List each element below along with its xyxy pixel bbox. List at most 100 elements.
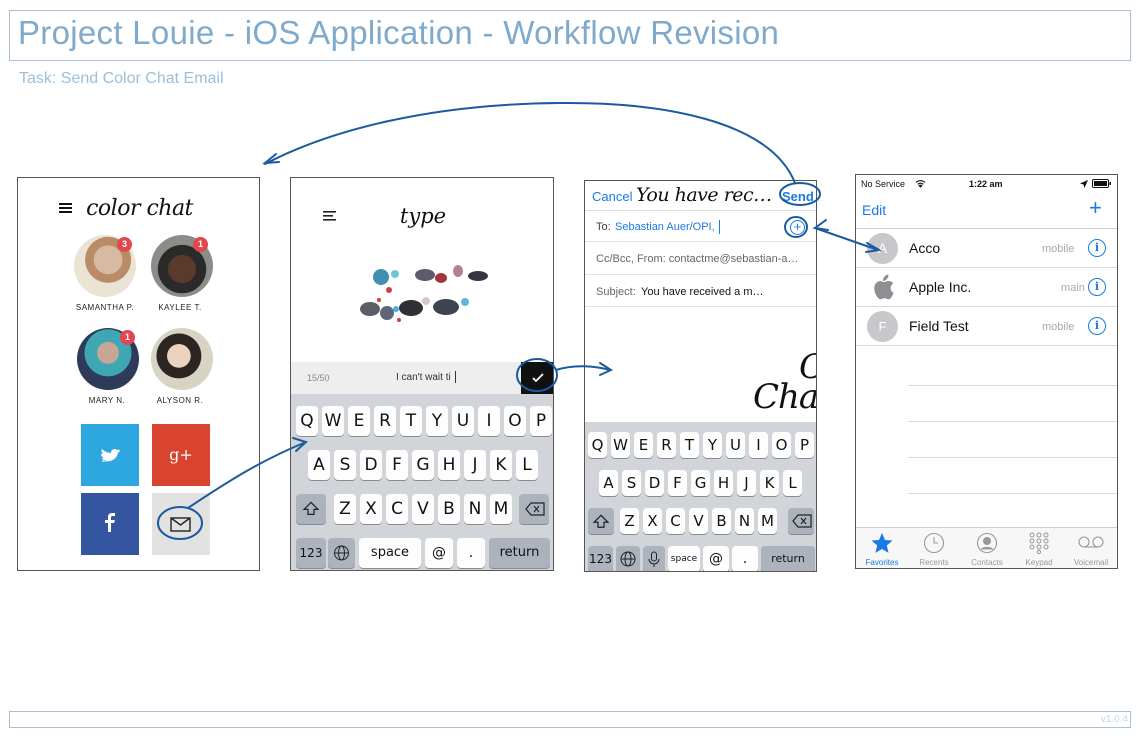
googleplus-tile[interactable]: g+ xyxy=(152,424,210,486)
cancel-button[interactable]: Cancel xyxy=(592,189,633,204)
key-w[interactable]: W xyxy=(611,432,630,458)
favorite-row[interactable]: F Field Test mobile i xyxy=(856,307,1117,346)
subject-field[interactable]: You have received a m… xyxy=(641,286,764,298)
key-o[interactable]: O xyxy=(504,406,526,436)
key-x[interactable]: X xyxy=(643,508,662,534)
key-z[interactable]: Z xyxy=(620,508,639,534)
shift-key[interactable] xyxy=(588,508,614,534)
key-w[interactable]: W xyxy=(322,406,344,436)
key-a[interactable]: A xyxy=(599,470,618,496)
key-t[interactable]: T xyxy=(680,432,699,458)
key-e[interactable]: E xyxy=(634,432,653,458)
key-i[interactable]: I xyxy=(478,406,500,436)
key-n[interactable]: N xyxy=(735,508,754,534)
hamburger-menu-icon[interactable] xyxy=(59,203,72,213)
key-m[interactable]: M xyxy=(490,494,512,524)
key-h[interactable]: H xyxy=(714,470,733,496)
period-key[interactable]: . xyxy=(732,546,758,571)
tab-favorites[interactable]: Favorites xyxy=(865,558,899,567)
key-c[interactable]: C xyxy=(666,508,685,534)
key-f[interactable]: F xyxy=(386,450,408,480)
message-input[interactable]: I can't wait ti xyxy=(396,372,451,383)
numbers-key[interactable]: 123 xyxy=(588,546,613,571)
key-u[interactable]: U xyxy=(726,432,745,458)
key-b[interactable]: B xyxy=(438,494,460,524)
facebook-icon xyxy=(105,513,115,532)
key-l[interactable]: L xyxy=(783,470,802,496)
key-p[interactable]: P xyxy=(530,406,552,436)
contact-name: Field Test xyxy=(909,318,969,334)
key-e[interactable]: E xyxy=(348,406,370,436)
edit-button[interactable]: Edit xyxy=(862,202,887,218)
twitter-tile[interactable] xyxy=(81,424,139,486)
tab-voicemail[interactable]: Voicemail xyxy=(1073,558,1109,567)
key-z[interactable]: Z xyxy=(334,494,356,524)
period-key[interactable]: . xyxy=(457,538,485,568)
return-key[interactable]: return xyxy=(761,546,815,571)
key-s[interactable]: S xyxy=(334,450,356,480)
key-j[interactable]: J xyxy=(737,470,756,496)
key-o[interactable]: O xyxy=(772,432,791,458)
key-p[interactable]: P xyxy=(795,432,814,458)
return-key[interactable]: return xyxy=(489,538,550,568)
favorite-row[interactable]: A Acco mobile i xyxy=(856,229,1117,268)
send-button[interactable]: Send xyxy=(782,189,814,204)
info-icon[interactable]: i xyxy=(1088,278,1106,296)
shift-key[interactable] xyxy=(296,494,326,524)
key-j[interactable]: J xyxy=(464,450,486,480)
info-icon[interactable]: i xyxy=(1088,317,1106,335)
key-v[interactable]: V xyxy=(689,508,708,534)
globe-key[interactable] xyxy=(616,546,640,571)
key-d[interactable]: D xyxy=(645,470,664,496)
key-d[interactable]: D xyxy=(360,450,382,480)
key-c[interactable]: C xyxy=(386,494,408,524)
key-m[interactable]: M xyxy=(758,508,777,534)
key-k[interactable]: K xyxy=(760,470,779,496)
to-recipient[interactable]: Sebastian Auer/OPI, xyxy=(615,221,715,233)
key-g[interactable]: G xyxy=(412,450,434,480)
numbers-key[interactable]: 123 xyxy=(296,538,326,568)
menu-icon[interactable] xyxy=(323,211,336,221)
subject-label: Subject: xyxy=(596,286,636,298)
cc-bcc-from-field[interactable]: Cc/Bcc, From: contactme@sebastian-a… xyxy=(596,253,799,265)
key-t[interactable]: T xyxy=(400,406,422,436)
key-v[interactable]: V xyxy=(412,494,434,524)
at-key[interactable]: @ xyxy=(425,538,453,568)
key-b[interactable]: B xyxy=(712,508,731,534)
favorite-row[interactable]: Apple Inc. main i xyxy=(856,268,1117,307)
key-q[interactable]: Q xyxy=(296,406,318,436)
key-g[interactable]: G xyxy=(691,470,710,496)
avatar-alyson[interactable] xyxy=(151,328,213,390)
key-k[interactable]: K xyxy=(490,450,512,480)
key-a[interactable]: A xyxy=(308,450,330,480)
space-key[interactable]: space xyxy=(359,538,421,568)
key-f[interactable]: F xyxy=(668,470,687,496)
tab-recents[interactable]: Recents xyxy=(919,558,949,567)
key-s[interactable]: S xyxy=(622,470,641,496)
tab-contacts[interactable]: Contacts xyxy=(971,558,1003,567)
compose-title: You have rec… xyxy=(636,184,772,206)
globe-key[interactable] xyxy=(328,538,355,568)
email-tile[interactable] xyxy=(152,493,210,555)
key-n[interactable]: N xyxy=(464,494,486,524)
key-h[interactable]: H xyxy=(438,450,460,480)
tab-keypad[interactable]: Keypad xyxy=(1025,558,1053,567)
key-y[interactable]: Y xyxy=(426,406,448,436)
delete-key[interactable] xyxy=(788,508,814,534)
key-q[interactable]: Q xyxy=(588,432,607,458)
add-contact-button[interactable]: + xyxy=(790,220,805,235)
key-x[interactable]: X xyxy=(360,494,382,524)
info-icon[interactable]: i xyxy=(1088,239,1106,257)
key-i[interactable]: I xyxy=(749,432,768,458)
space-key[interactable]: space xyxy=(668,546,700,571)
key-u[interactable]: U xyxy=(452,406,474,436)
dictation-key[interactable] xyxy=(643,546,665,571)
key-y[interactable]: Y xyxy=(703,432,722,458)
add-favorite-button[interactable]: + xyxy=(1089,195,1102,220)
delete-key[interactable] xyxy=(519,494,549,524)
at-key[interactable]: @ xyxy=(703,546,729,571)
key-r[interactable]: R xyxy=(374,406,396,436)
key-r[interactable]: R xyxy=(657,432,676,458)
facebook-tile[interactable] xyxy=(81,493,139,555)
key-l[interactable]: L xyxy=(516,450,538,480)
